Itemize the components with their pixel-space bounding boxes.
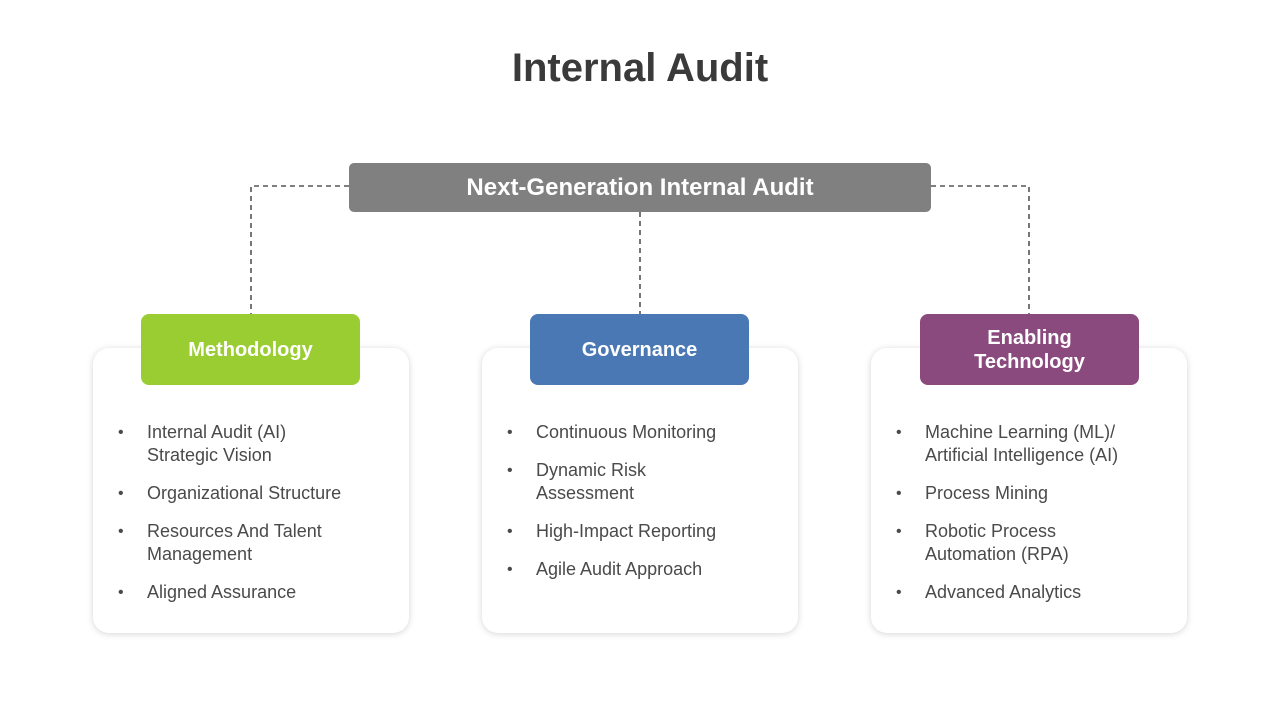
list-item: Process Mining bbox=[896, 482, 1136, 505]
list-item: Dynamic Risk Assessment bbox=[507, 459, 747, 505]
list-item: High-Impact Reporting bbox=[507, 520, 747, 543]
root-node: Next-Generation Internal Audit bbox=[349, 163, 931, 212]
list-governance: Continuous Monitoring Dynamic Risk Asses… bbox=[507, 421, 747, 596]
header-methodology: Methodology bbox=[141, 314, 360, 385]
list-methodology: Internal Audit (AI) Strategic Vision Org… bbox=[118, 421, 358, 619]
header-governance: Governance bbox=[530, 314, 749, 385]
list-item: Robotic Process Automation (RPA) bbox=[896, 520, 1136, 566]
connector-left bbox=[250, 185, 349, 314]
list-item: Resources And Talent Management bbox=[118, 520, 358, 566]
header-enabling-technology: Enabling Technology bbox=[920, 314, 1139, 385]
list-item: Machine Learning (ML)/ Artificial Intell… bbox=[896, 421, 1136, 467]
list-item: Organizational Structure bbox=[118, 482, 358, 505]
list-item: Internal Audit (AI) Strategic Vision bbox=[118, 421, 358, 467]
list-item: Advanced Analytics bbox=[896, 581, 1136, 604]
list-item: Agile Audit Approach bbox=[507, 558, 747, 581]
list-item: Continuous Monitoring bbox=[507, 421, 747, 444]
list-item: Aligned Assurance bbox=[118, 581, 358, 604]
page-title: Internal Audit bbox=[511, 46, 769, 90]
list-enabling-technology: Machine Learning (ML)/ Artificial Intell… bbox=[896, 421, 1136, 619]
connector-right bbox=[931, 185, 1030, 314]
